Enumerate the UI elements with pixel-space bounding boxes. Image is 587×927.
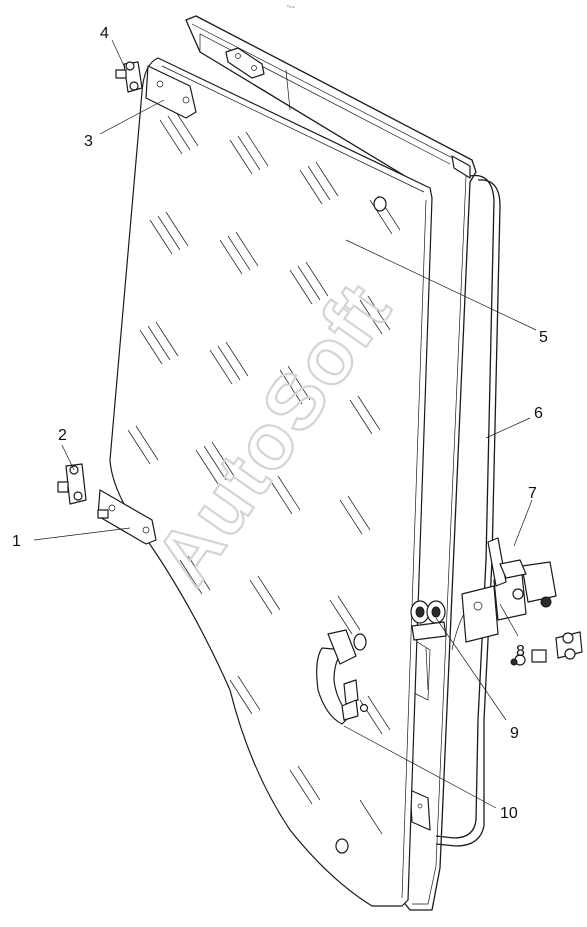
upper-hinge-pin: [115, 61, 143, 93]
callout-6: 6: [534, 405, 543, 422]
header-mark: ᵇₘₘ: [287, 4, 295, 10]
callout-7: 7: [528, 485, 537, 502]
latch-assembly: [461, 537, 557, 643]
striker-plate: [510, 631, 583, 666]
upper-hinge-leaf: [145, 65, 197, 119]
lower-hinge-leaf: [97, 489, 157, 545]
callout-4: 4: [100, 25, 109, 42]
callout-1: 1: [12, 533, 21, 550]
lower-hinge-pin: [57, 463, 87, 505]
callout-3: 3: [84, 133, 93, 150]
callout-2: 2: [58, 427, 67, 444]
callout-10: 10: [500, 805, 518, 822]
callout-8: 8: [516, 643, 525, 660]
callouts: 1 2 3 4 5 6 7 8 9 10: [12, 25, 548, 822]
door-handle: [316, 629, 369, 725]
callout-5: 5: [539, 329, 548, 346]
lock-bracket: [410, 600, 447, 691]
callout-9: 9: [510, 725, 519, 742]
